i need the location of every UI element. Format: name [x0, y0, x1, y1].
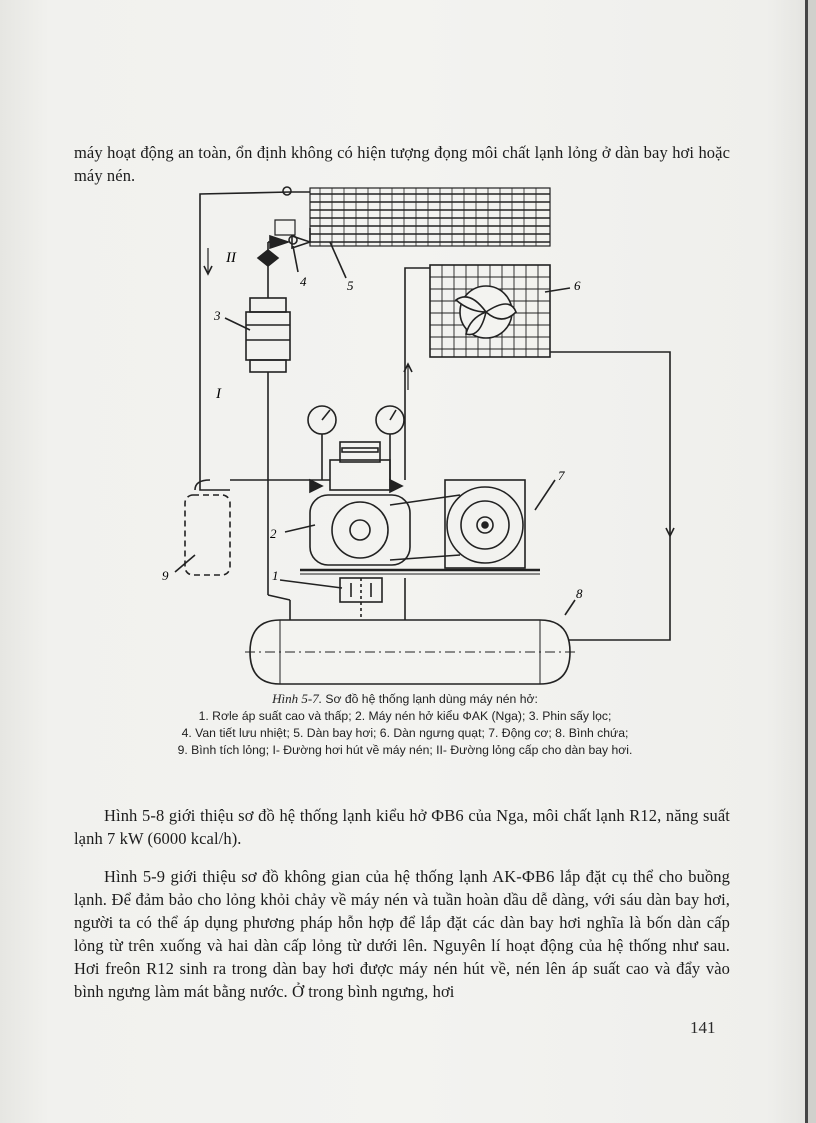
- caption-line-2: 4. Van tiết lưu nhiệt; 5. Dàn bay hơi; 6…: [181, 726, 629, 740]
- receiver-tank: [245, 619, 575, 685]
- label-line-ii: II: [225, 250, 237, 266]
- paragraph-fig-5-9: Hình 5-9 giới thiệu sơ đồ không gian của…: [74, 866, 730, 1001]
- figure-title: Sơ đồ hệ thống lạnh dùng máy nén hở:: [321, 692, 538, 706]
- label-7: 7: [558, 468, 565, 483]
- compressor: [300, 441, 540, 575]
- refrigeration-diagram: 4 5 3 6 7 2 1 8 9 I II: [162, 186, 675, 685]
- label-2: 2: [270, 526, 277, 541]
- condenser-coil: [429, 264, 551, 358]
- figure-number: Hình 5-7.: [272, 691, 322, 706]
- label-9: 9: [162, 568, 169, 583]
- label-8: 8: [576, 586, 583, 601]
- binding-shadow: [805, 0, 808, 1123]
- label-5: 5: [347, 278, 354, 293]
- figure-caption: Hình 5-7. Sơ đồ hệ thống lạnh dùng máy n…: [80, 690, 730, 759]
- caption-line-3: 9. Bình tích lỏng; I- Đường hơi hút về m…: [177, 743, 633, 757]
- label-1: 1: [272, 568, 279, 583]
- label-6: 6: [574, 278, 581, 293]
- caption-line-1: 1. Rơle áp suất cao và thấp; 2. Máy nén …: [198, 709, 612, 723]
- page-edge: [808, 0, 816, 1123]
- paragraph-intro: máy hoạt động an toàn, ổn định không có …: [74, 142, 730, 185]
- motor: [444, 479, 526, 569]
- label-3: 3: [213, 308, 221, 323]
- paragraph-fig-5-8: Hình 5-8 giới thiệu sơ đồ hệ thống lạnh …: [74, 805, 730, 848]
- page-number: 141: [690, 1018, 716, 1037]
- evaporator-coil: [309, 187, 551, 247]
- label-4: 4: [300, 274, 307, 289]
- label-line-i: I: [215, 386, 222, 402]
